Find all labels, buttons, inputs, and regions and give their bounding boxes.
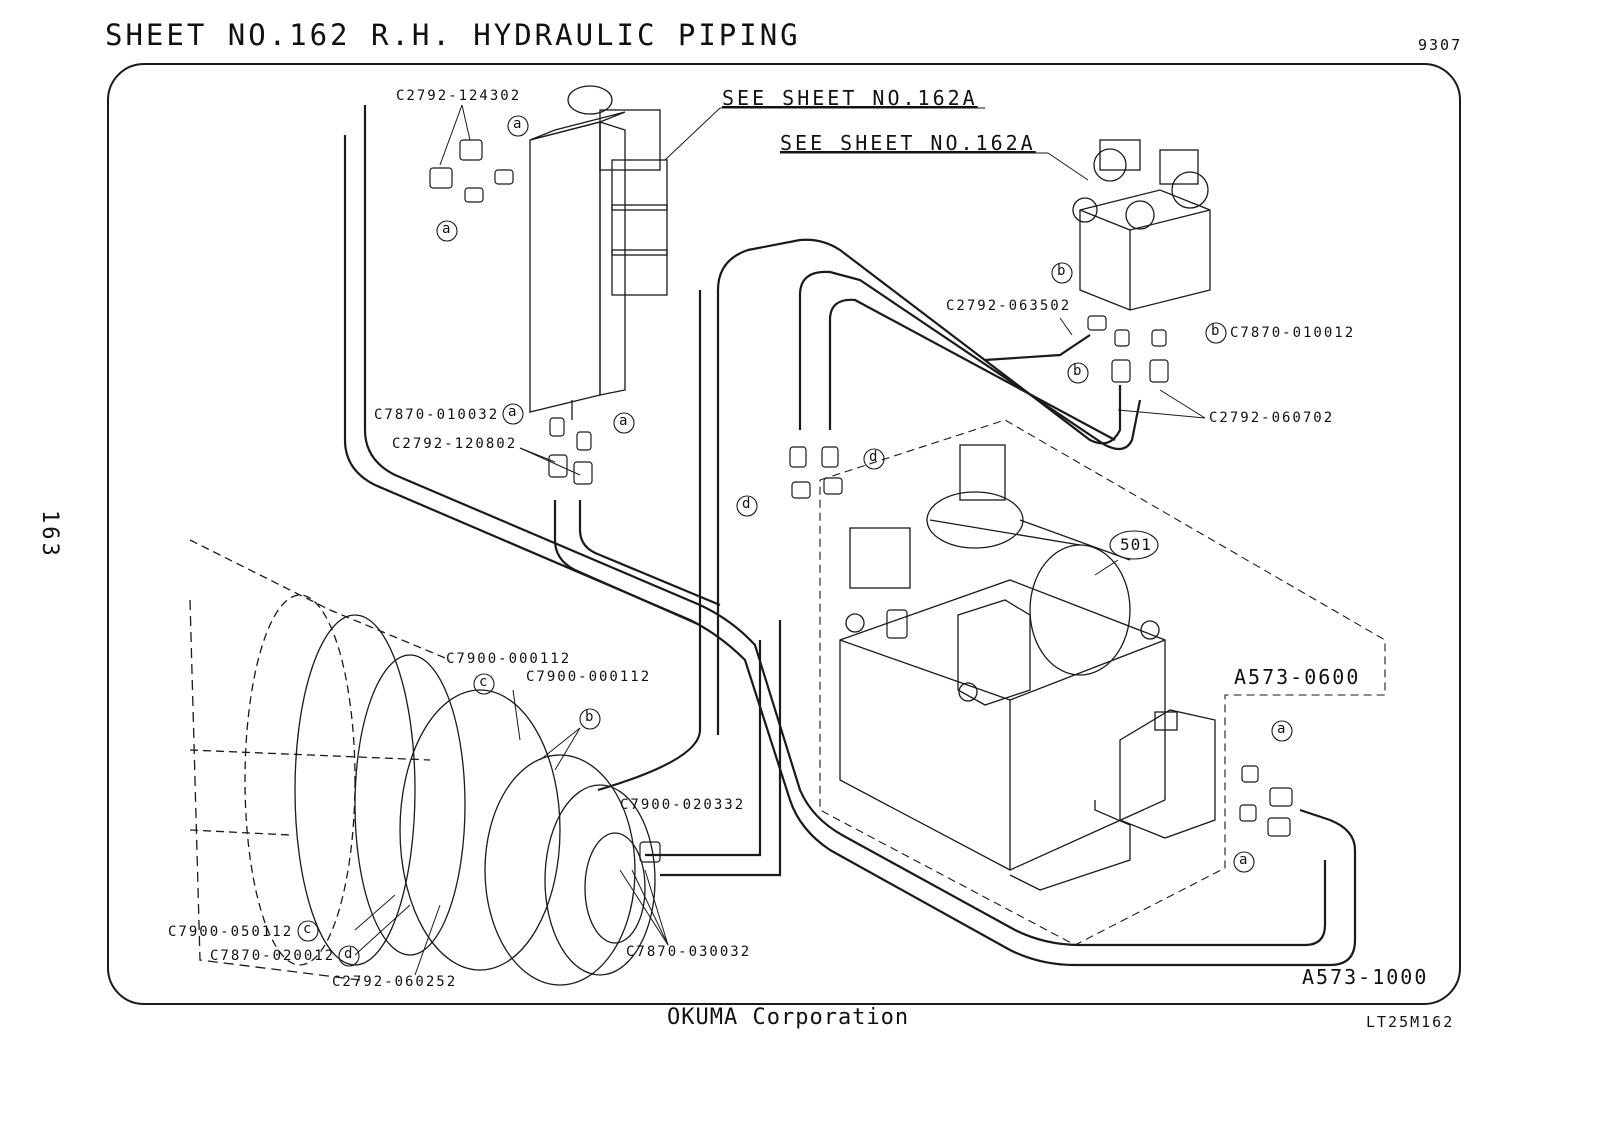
callout-d: d [869,449,880,465]
callout-b: b [1057,263,1068,279]
callout-b: b [1073,363,1084,379]
callout-b: b [1211,323,1222,339]
page-number: 163 [37,510,62,559]
fittings [429,139,1293,863]
callout-b: b [585,709,596,725]
callout-a: a [442,221,453,237]
part-label-c7900-000112-left: C7900-000112 [446,651,572,667]
callout-c: c [479,674,490,690]
pipe-runs [343,105,1357,967]
see-sheet-reference-2: SEE SHEET NO.162A [780,131,1036,155]
callout-c: c [303,921,314,937]
doc-number: 9307 [1418,36,1463,54]
callout-a: a [513,116,524,132]
callout-d: d [742,496,753,512]
assembly-label-1000: A573-1000 [1302,965,1429,989]
callout-a: a [1239,852,1250,868]
part-label-c7870-010032: C7870-010032 [374,407,500,423]
part-label-c7900-000112-right: C7900-000112 [526,669,652,685]
left-valve-manifold [529,85,668,420]
part-label-c7870-020012: C7870-020012 [210,948,336,964]
company-name: OKUMA Corporation [667,1005,910,1030]
part-label-c2792-060252: C2792-060252 [332,974,458,990]
sheet-title: SHEET NO.162 R.H. HYDRAULIC PIPING [105,18,801,52]
see-sheet-reference-1: SEE SHEET NO.162A [722,86,978,110]
assembly-boundary-0600 [819,419,1386,946]
part-label-c7900-050112: C7900-050112 [168,924,294,940]
callout-a: a [619,413,630,429]
part-label-c7870-010012: C7870-010012 [1230,325,1356,341]
leader-lines [354,104,1206,976]
part-label-c7900-020332: C7900-020332 [620,797,746,813]
part-label-c2792-063502: C2792-063502 [946,298,1072,314]
assembly-label-0600: A573-0600 [1234,665,1361,689]
spindle-chuck [189,539,656,986]
callout-circles [297,115,1293,967]
callout-a: a [1277,721,1288,737]
hydraulic-unit [839,444,1216,891]
part-label-c2792-120802: C2792-120802 [392,436,518,452]
right-valve-block [1072,139,1211,311]
unit-number: 501 [1120,535,1152,554]
part-label-c2792-060702: C2792-060702 [1209,410,1335,426]
drawing-frame [107,63,1461,1005]
part-label-c2792-124302: C2792-124302 [396,88,522,104]
drawing-code: LT25M162 [1366,1013,1455,1031]
callout-d: d [344,946,355,962]
part-label-c7870-030032: C7870-030032 [626,944,752,960]
callout-a: a [508,404,519,420]
